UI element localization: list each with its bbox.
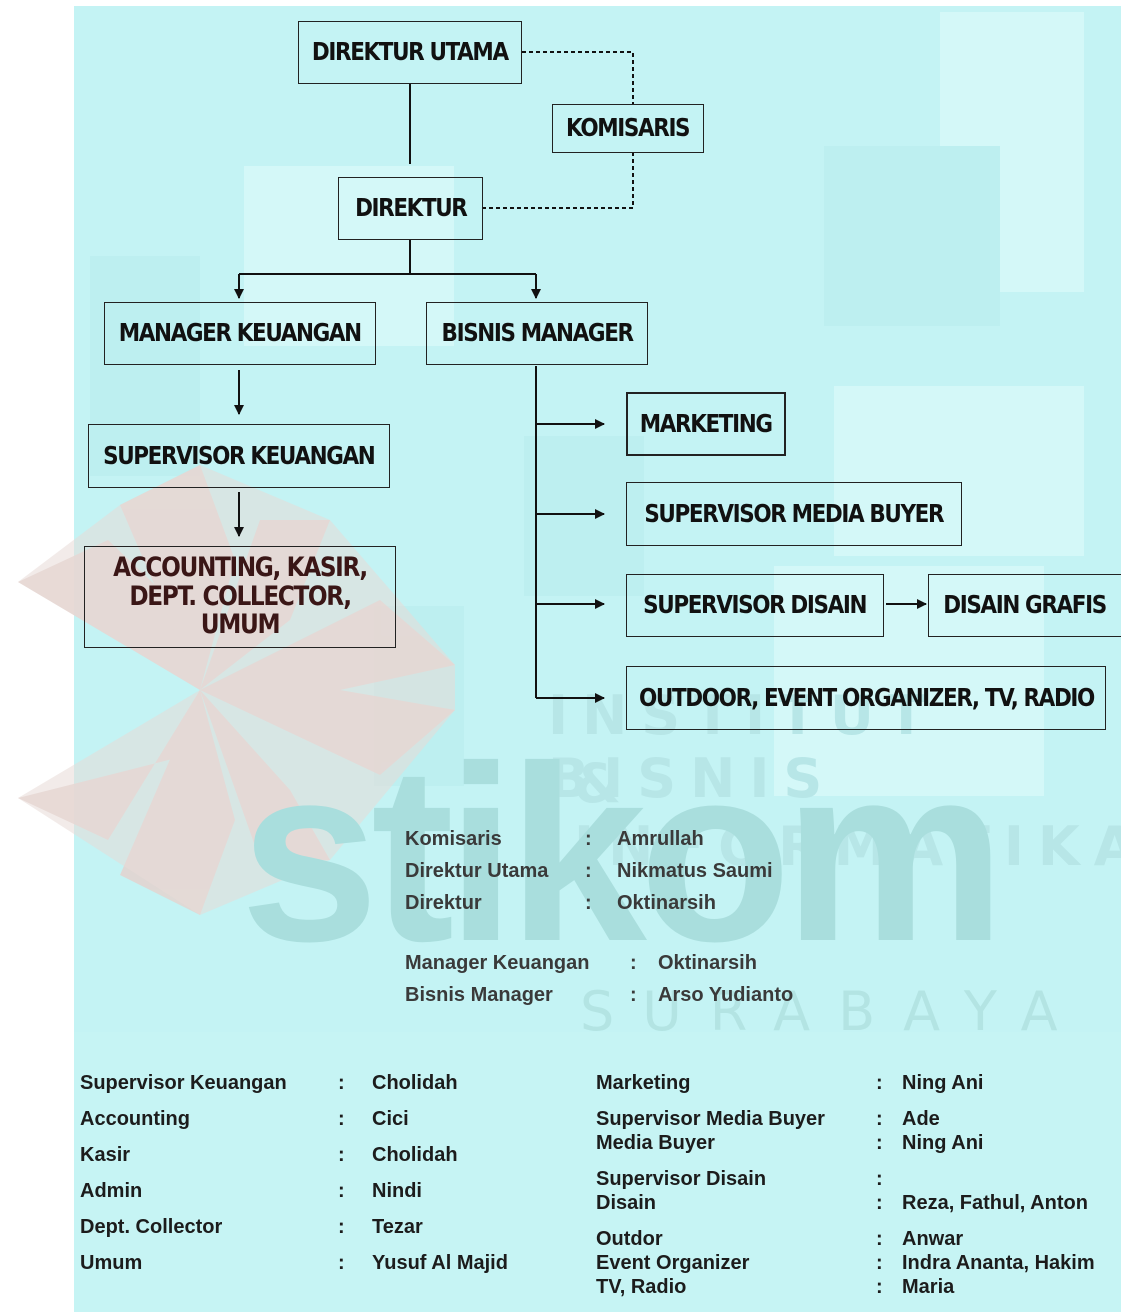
box-outdoor-group: OUTDOOR, EVENT ORGANIZER, TV, RADIO [626, 666, 1106, 730]
box-direktur: DIREKTUR [338, 177, 483, 240]
chart-background [74, 6, 1121, 1312]
box-supervisor-keuangan: SUPERVISOR KEUANGAN [88, 424, 390, 488]
box-accounting-group: ACCOUNTING, KASIR, DEPT. COLLECTOR, UMUM [84, 546, 396, 648]
box-direktur-utama: DIREKTUR UTAMA [298, 21, 522, 84]
box-komisaris: KOMISARIS [552, 104, 704, 153]
box-supervisor-disain: SUPERVISOR DISAIN [626, 574, 884, 637]
box-supervisor-media-buyer: SUPERVISOR MEDIA BUYER [626, 482, 962, 546]
box-manager-keuangan: MANAGER KEUANGAN [104, 302, 376, 365]
box-bisnis-manager: BISNIS MANAGER [426, 302, 648, 365]
box-disain-grafis: DISAIN GRAFIS [928, 574, 1121, 637]
box-marketing: MARKETING [626, 392, 786, 456]
